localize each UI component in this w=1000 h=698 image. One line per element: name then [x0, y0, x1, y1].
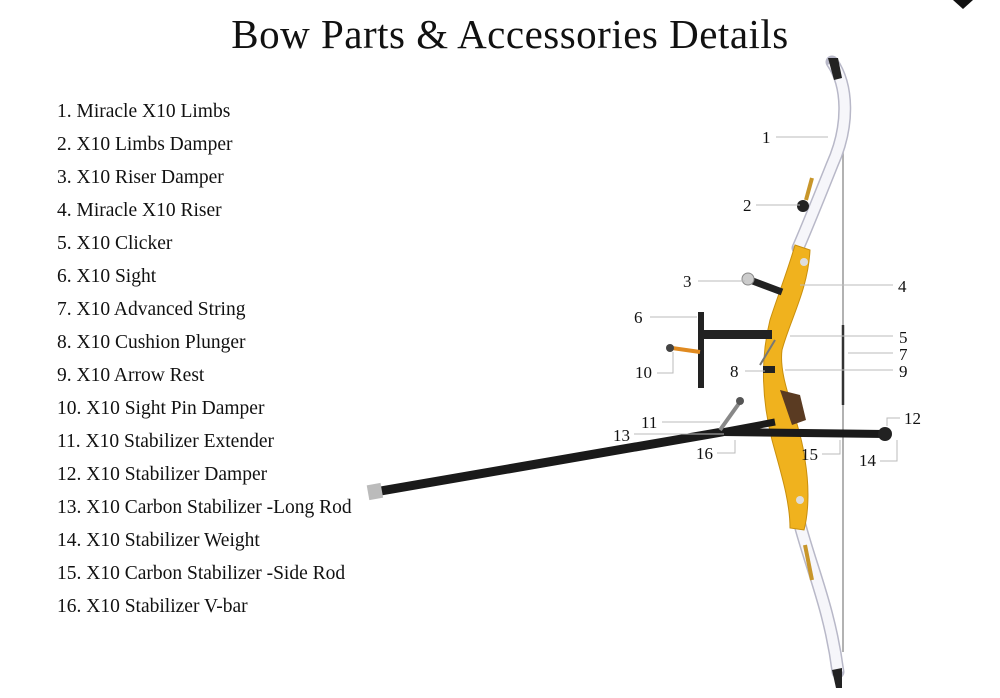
list-item: 10. X10 Sight Pin Damper — [57, 398, 265, 419]
list-item: 6. X10 Sight — [57, 266, 157, 287]
side-rod — [721, 428, 886, 438]
limb-bolt — [800, 258, 808, 266]
callout-15: 15 — [801, 445, 818, 464]
list-item: 14. X10 Stabilizer Weight — [57, 530, 260, 551]
callout-2: 2 — [743, 196, 752, 215]
list-item: 7. X10 Advanced String — [57, 299, 246, 320]
riser — [762, 244, 811, 531]
list-item: 9. X10 Arrow Rest — [57, 365, 205, 386]
callout-3: 3 — [683, 272, 692, 291]
list-item: 15. X10 Carbon Stabilizer -Side Rod — [57, 563, 346, 584]
page-title: Bow Parts & Accessories Details — [231, 11, 789, 57]
callout-13: 13 — [613, 426, 630, 445]
callout-12: 12 — [904, 409, 921, 428]
limb-damper — [797, 200, 809, 212]
upper-limb-face — [793, 59, 850, 250]
callout-11: 11 — [641, 413, 657, 432]
clicker — [759, 339, 776, 366]
limb-decal — [803, 544, 814, 581]
callout-9: 9 — [899, 362, 908, 381]
stabilizer-weight — [878, 427, 892, 441]
list-item: 12. X10 Stabilizer Damper — [57, 464, 268, 485]
callout-14: 14 — [859, 451, 877, 470]
sight-bar — [698, 312, 704, 388]
list-item: 5. X10 Clicker — [57, 233, 173, 254]
long-rod — [370, 427, 727, 497]
callout-8: 8 — [730, 362, 739, 381]
limb-bolt — [796, 496, 804, 504]
extender — [718, 400, 742, 432]
list-item: 16. X10 Stabilizer V-bar — [57, 596, 248, 617]
callout-6: 6 — [634, 308, 643, 327]
list-item: 2. X10 Limbs Damper — [57, 134, 233, 155]
list-item: 1. Miracle X10 Limbs — [57, 101, 231, 122]
long-rod-weight — [366, 482, 384, 501]
callout-16: 16 — [696, 444, 713, 463]
list-item: 13. X10 Carbon Stabilizer -Long Rod — [57, 497, 352, 518]
lower-limb-tip — [832, 668, 842, 688]
sight-extension — [700, 330, 772, 339]
riser-damper — [741, 272, 755, 286]
callout-7: 7 — [899, 345, 908, 364]
sight-pin-damper — [671, 346, 701, 354]
list-item: 8. X10 Cushion Plunger — [57, 332, 246, 353]
list-item: 3. X10 Riser Damper — [57, 167, 224, 188]
leader-lines — [634, 136, 900, 462]
callout-1: 1 — [762, 128, 771, 147]
limb-decal — [804, 177, 814, 201]
extender-damper — [736, 397, 744, 405]
v-bar-arm — [721, 418, 776, 436]
callout-5: 5 — [899, 328, 908, 347]
corner-triangle-icon — [953, 0, 973, 9]
callout-10: 10 — [635, 363, 652, 382]
plunger — [763, 366, 775, 373]
sight-pin — [666, 344, 674, 352]
list-item: 11. X10 Stabilizer Extender — [57, 431, 274, 452]
callout-4: 4 — [898, 277, 907, 296]
list-item: 4. Miracle X10 Riser — [57, 200, 222, 221]
lower-limb-face — [795, 523, 843, 673]
grip — [780, 390, 806, 425]
parts-list: 1. Miracle X10 Limbs 2. X10 Limbs Damper… — [57, 98, 352, 626]
riser-damper-arm — [748, 276, 784, 296]
upper-limb-tip — [828, 58, 842, 80]
